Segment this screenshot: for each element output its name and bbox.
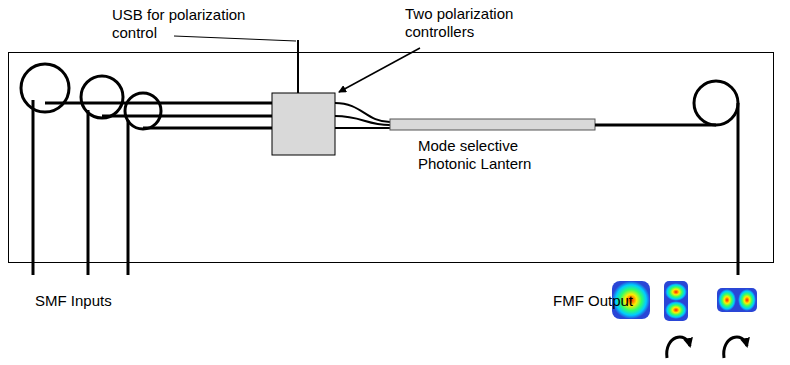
component-label: Mode selective Photonic Lantern [418,137,558,173]
polarization-controller [272,93,335,155]
rotation-arrows [667,337,747,358]
port-label: FMF Output [553,292,653,310]
smf-fibers [21,64,272,275]
leader-line [174,36,296,41]
port-label: SMF Inputs [35,292,155,310]
annotation-label: Two polarization controllers [405,5,545,41]
callout-arrow [339,48,420,92]
annotation-label: USB for polarization control [112,6,280,42]
housing-outline [9,53,774,263]
photonic-lantern [390,119,595,130]
fmf-fiber [595,81,738,275]
usb-cable [297,40,299,93]
mode-images [612,281,757,321]
lantern-input-fibers [335,103,390,128]
